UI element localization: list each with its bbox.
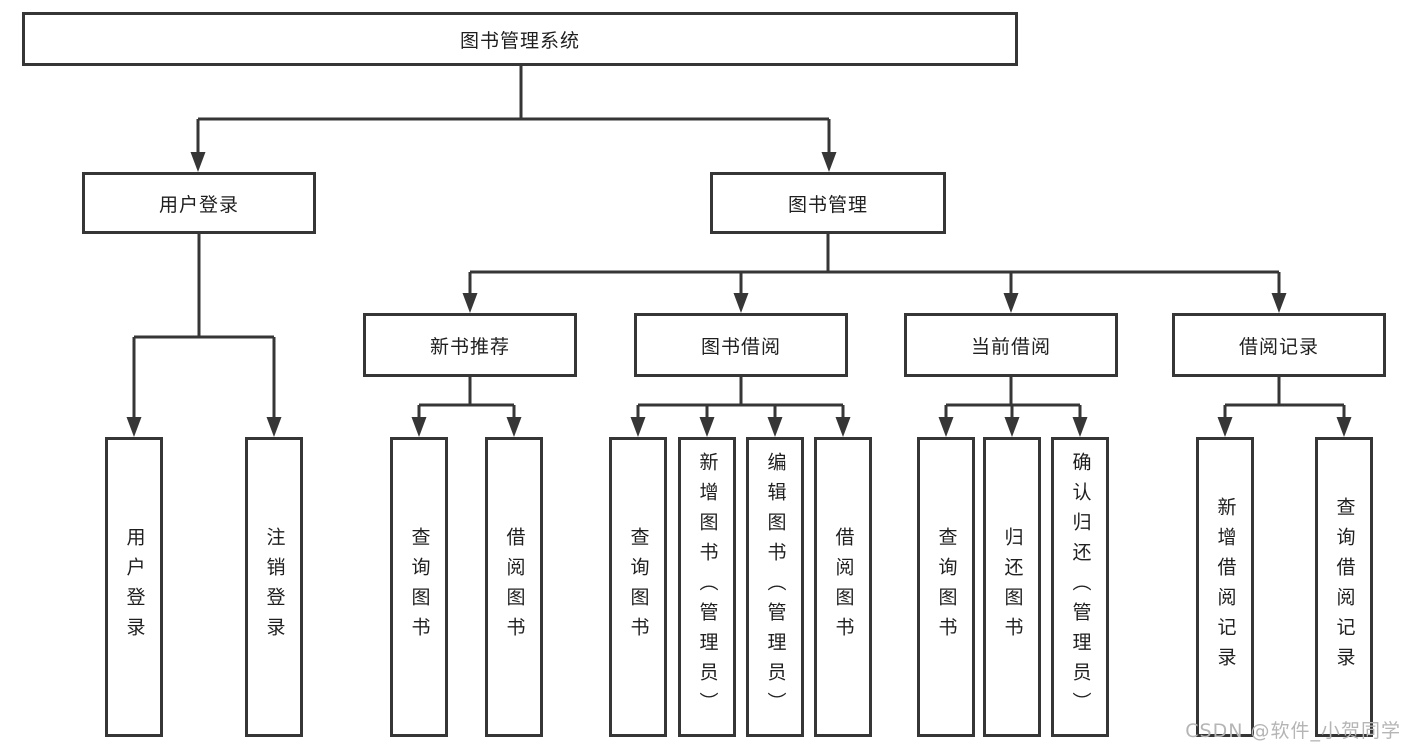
node-current-borrowing: 当前借阅 — [904, 313, 1118, 377]
connector-current-borrow — [944, 377, 1082, 419]
arrowhead — [506, 417, 522, 437]
connector-borrow-records — [1223, 377, 1346, 419]
csdn-watermark: CSDN @软件_小贺同学 — [1185, 720, 1401, 742]
leaf-query-borrow-record: 查询借阅记录 — [1315, 437, 1373, 737]
leaf-add-borrow-record: 新增借阅记录 — [1196, 437, 1254, 737]
leaf-query-books-current: 查询图书 — [917, 437, 975, 737]
arrowhead — [126, 417, 142, 437]
arrowhead — [938, 417, 954, 437]
node-book-management: 图书管理 — [710, 172, 946, 234]
connector-book-borrow — [636, 377, 845, 419]
arrowhead — [1336, 417, 1352, 437]
arrowhead — [411, 417, 427, 437]
node-borrowing-records: 借阅记录 — [1172, 313, 1386, 377]
node-new-book-recommendation: 新书推荐 — [363, 313, 577, 377]
leaf-edit-books-admin: 编辑图书（管理员） — [746, 437, 804, 737]
arrowhead — [733, 293, 749, 313]
connector-new-book-rec — [417, 377, 516, 419]
arrowhead — [821, 152, 837, 172]
arrowhead — [190, 152, 206, 172]
arrowhead — [266, 417, 282, 437]
connector-root — [196, 66, 831, 154]
leaf-return-books: 归还图书 — [983, 437, 1041, 737]
leaf-borrow-books-rec: 借阅图书 — [485, 437, 543, 737]
leaf-logout: 注销登录 — [245, 437, 303, 737]
leaf-query-books-rec: 查询图书 — [390, 437, 448, 737]
arrowhead — [835, 417, 851, 437]
leaf-user-login: 用户登录 — [105, 437, 163, 737]
arrowhead — [1072, 417, 1088, 437]
connector-book-mgmt — [468, 234, 1281, 295]
arrowhead — [1004, 417, 1020, 437]
leaf-query-books-borrow: 查询图书 — [609, 437, 667, 737]
leaf-confirm-return-admin: 确认归还（管理员） — [1051, 437, 1109, 737]
leaf-add-books-admin: 新增图书（管理员） — [678, 437, 736, 737]
node-root-library-system: 图书管理系统 — [22, 12, 1018, 66]
arrowhead — [630, 417, 646, 437]
arrowhead — [1217, 417, 1233, 437]
arrowhead — [1271, 293, 1287, 313]
arrowhead — [462, 293, 478, 313]
arrowhead — [767, 417, 783, 437]
arrowhead — [699, 417, 715, 437]
leaf-borrow-books: 借阅图书 — [814, 437, 872, 737]
node-user-login: 用户登录 — [82, 172, 316, 234]
arrowhead — [1003, 293, 1019, 313]
connector-user-login — [132, 234, 276, 419]
node-book-borrowing: 图书借阅 — [634, 313, 848, 377]
